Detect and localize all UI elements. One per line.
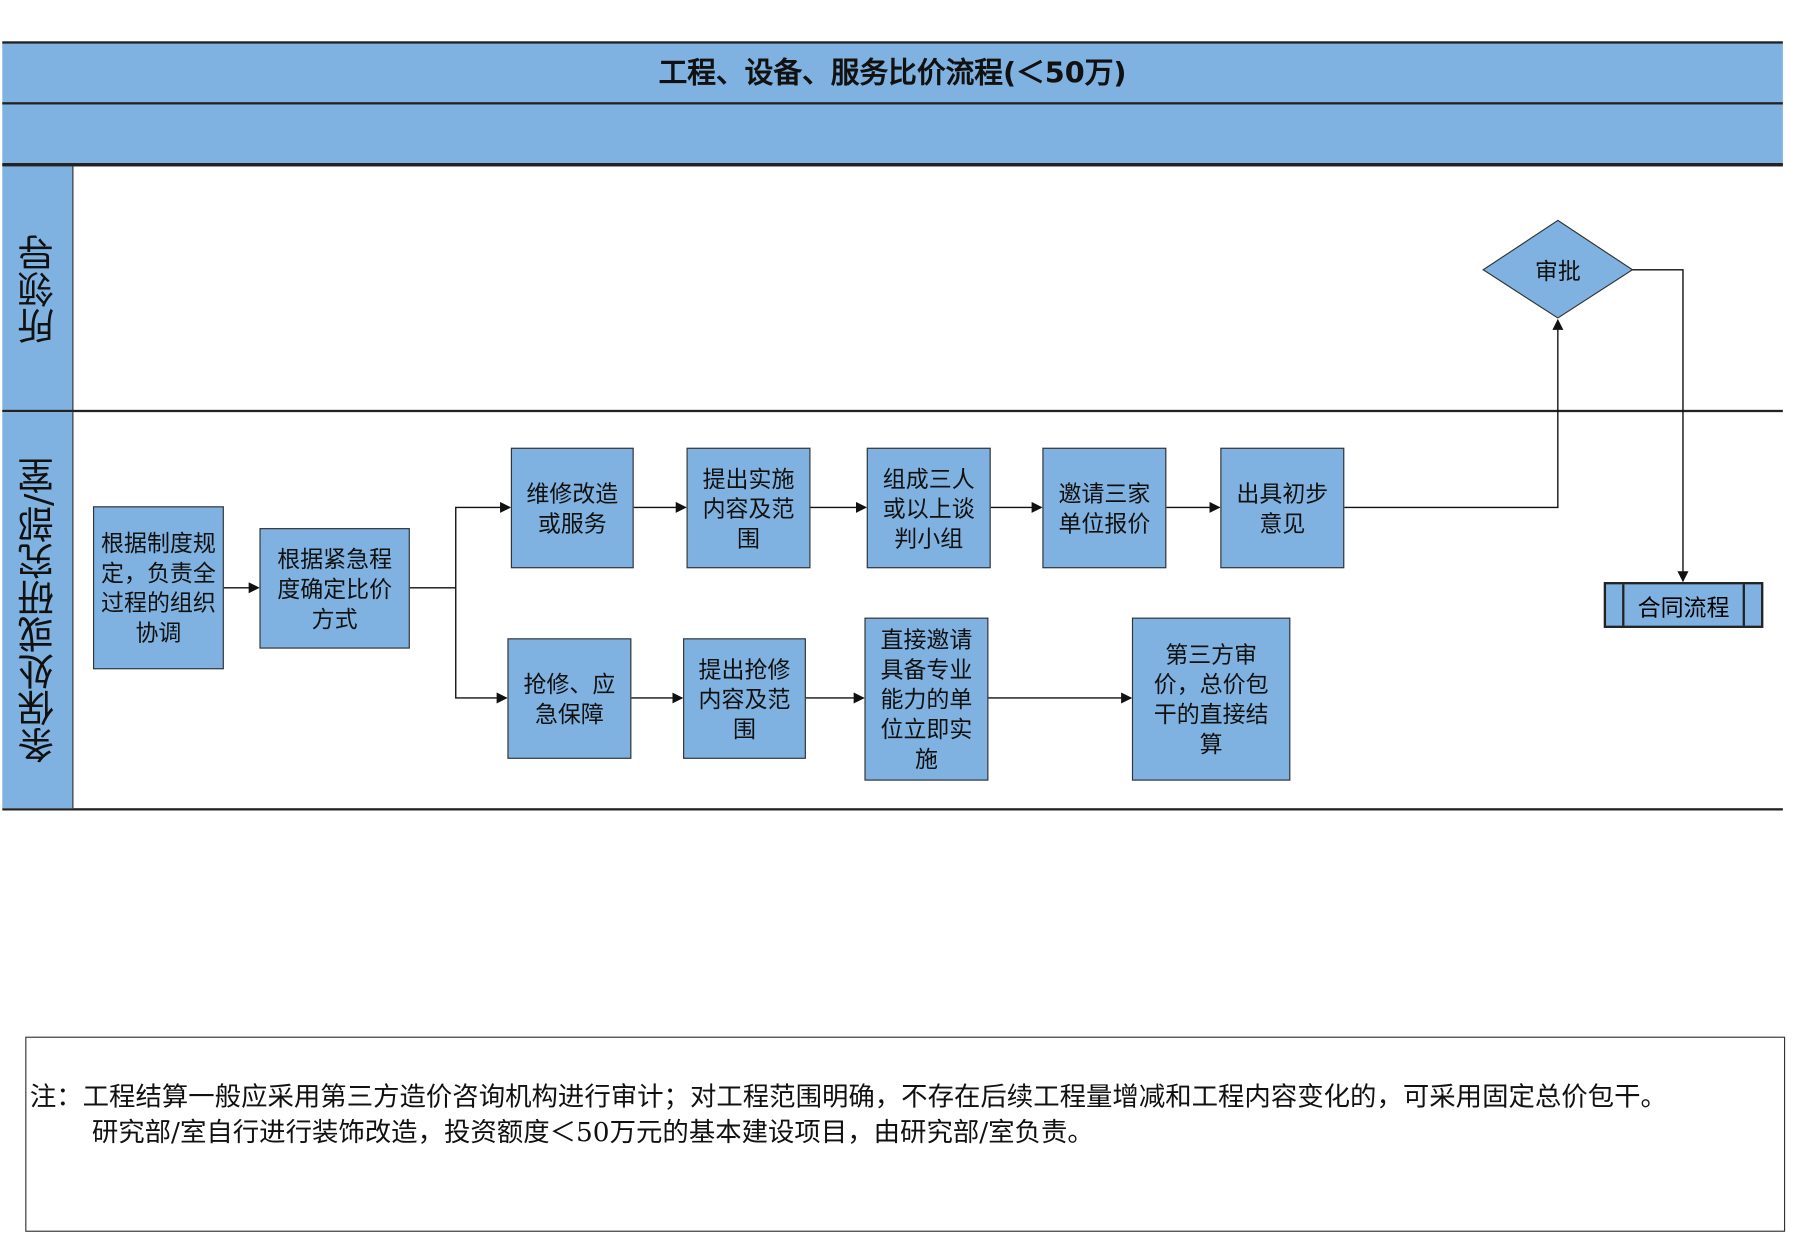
step-determine-method[interactable]: 根据紧急程度确定比价方式: [259, 528, 410, 649]
lane-leader: 所领导: [2, 164, 1783, 413]
step-preliminary-opinion[interactable]: 出具初步意见: [1220, 447, 1345, 569]
contract-process-label: 合同流程: [1637, 592, 1730, 621]
step-propose-scope[interactable]: 提出实施内容及范围: [686, 447, 811, 569]
step-coordinate[interactable]: 根据制度规定，负责全过程的组织协调: [92, 506, 224, 670]
diagram-title: 工程、设备、服务比价流程(＜50万): [658, 56, 1127, 90]
step-direct-invite[interactable]: 直接邀请具备专业能力的单位立即实施: [864, 617, 989, 781]
step-emergency[interactable]: 抢修、应急保障: [507, 638, 632, 759]
step-repair-service[interactable]: 维修改造或服务: [510, 447, 634, 569]
note-line-2: 研究部/室自行进行装饰改造，投资额度＜50万元的基本建设项目，由研究部/室负责。: [91, 1118, 1094, 1148]
note-box: 注：工程结算一般应采用第三方造价咨询机构进行审计；对工程范围明确，不存在后续工程…: [25, 1036, 1786, 1232]
step-third-party-audit[interactable]: 第三方审价，总价包干的直接结算: [1131, 617, 1291, 781]
header-band: [2, 102, 1783, 166]
step-invite-quotes[interactable]: 邀请三家单位报价: [1042, 447, 1167, 569]
step-form-team[interactable]: 组成三人或以上谈判小组: [866, 447, 991, 569]
step-emergency-scope[interactable]: 提出抢修内容及范围: [683, 638, 806, 759]
decision-diamond[interactable]: [1482, 219, 1634, 319]
note-line-1: 注：工程结算一般应采用第三方造价咨询机构进行审计；对工程范围明确，不存在后续工程…: [29, 1082, 1667, 1113]
lane-dept: 条保处或研究部/室: [2, 409, 1783, 811]
decision-approve-label: 审批: [1534, 257, 1581, 285]
contract-process[interactable]: 合同流程: [1603, 582, 1764, 628]
title-bar: 工程、设备、服务比价流程(＜50万): [2, 41, 1783, 104]
